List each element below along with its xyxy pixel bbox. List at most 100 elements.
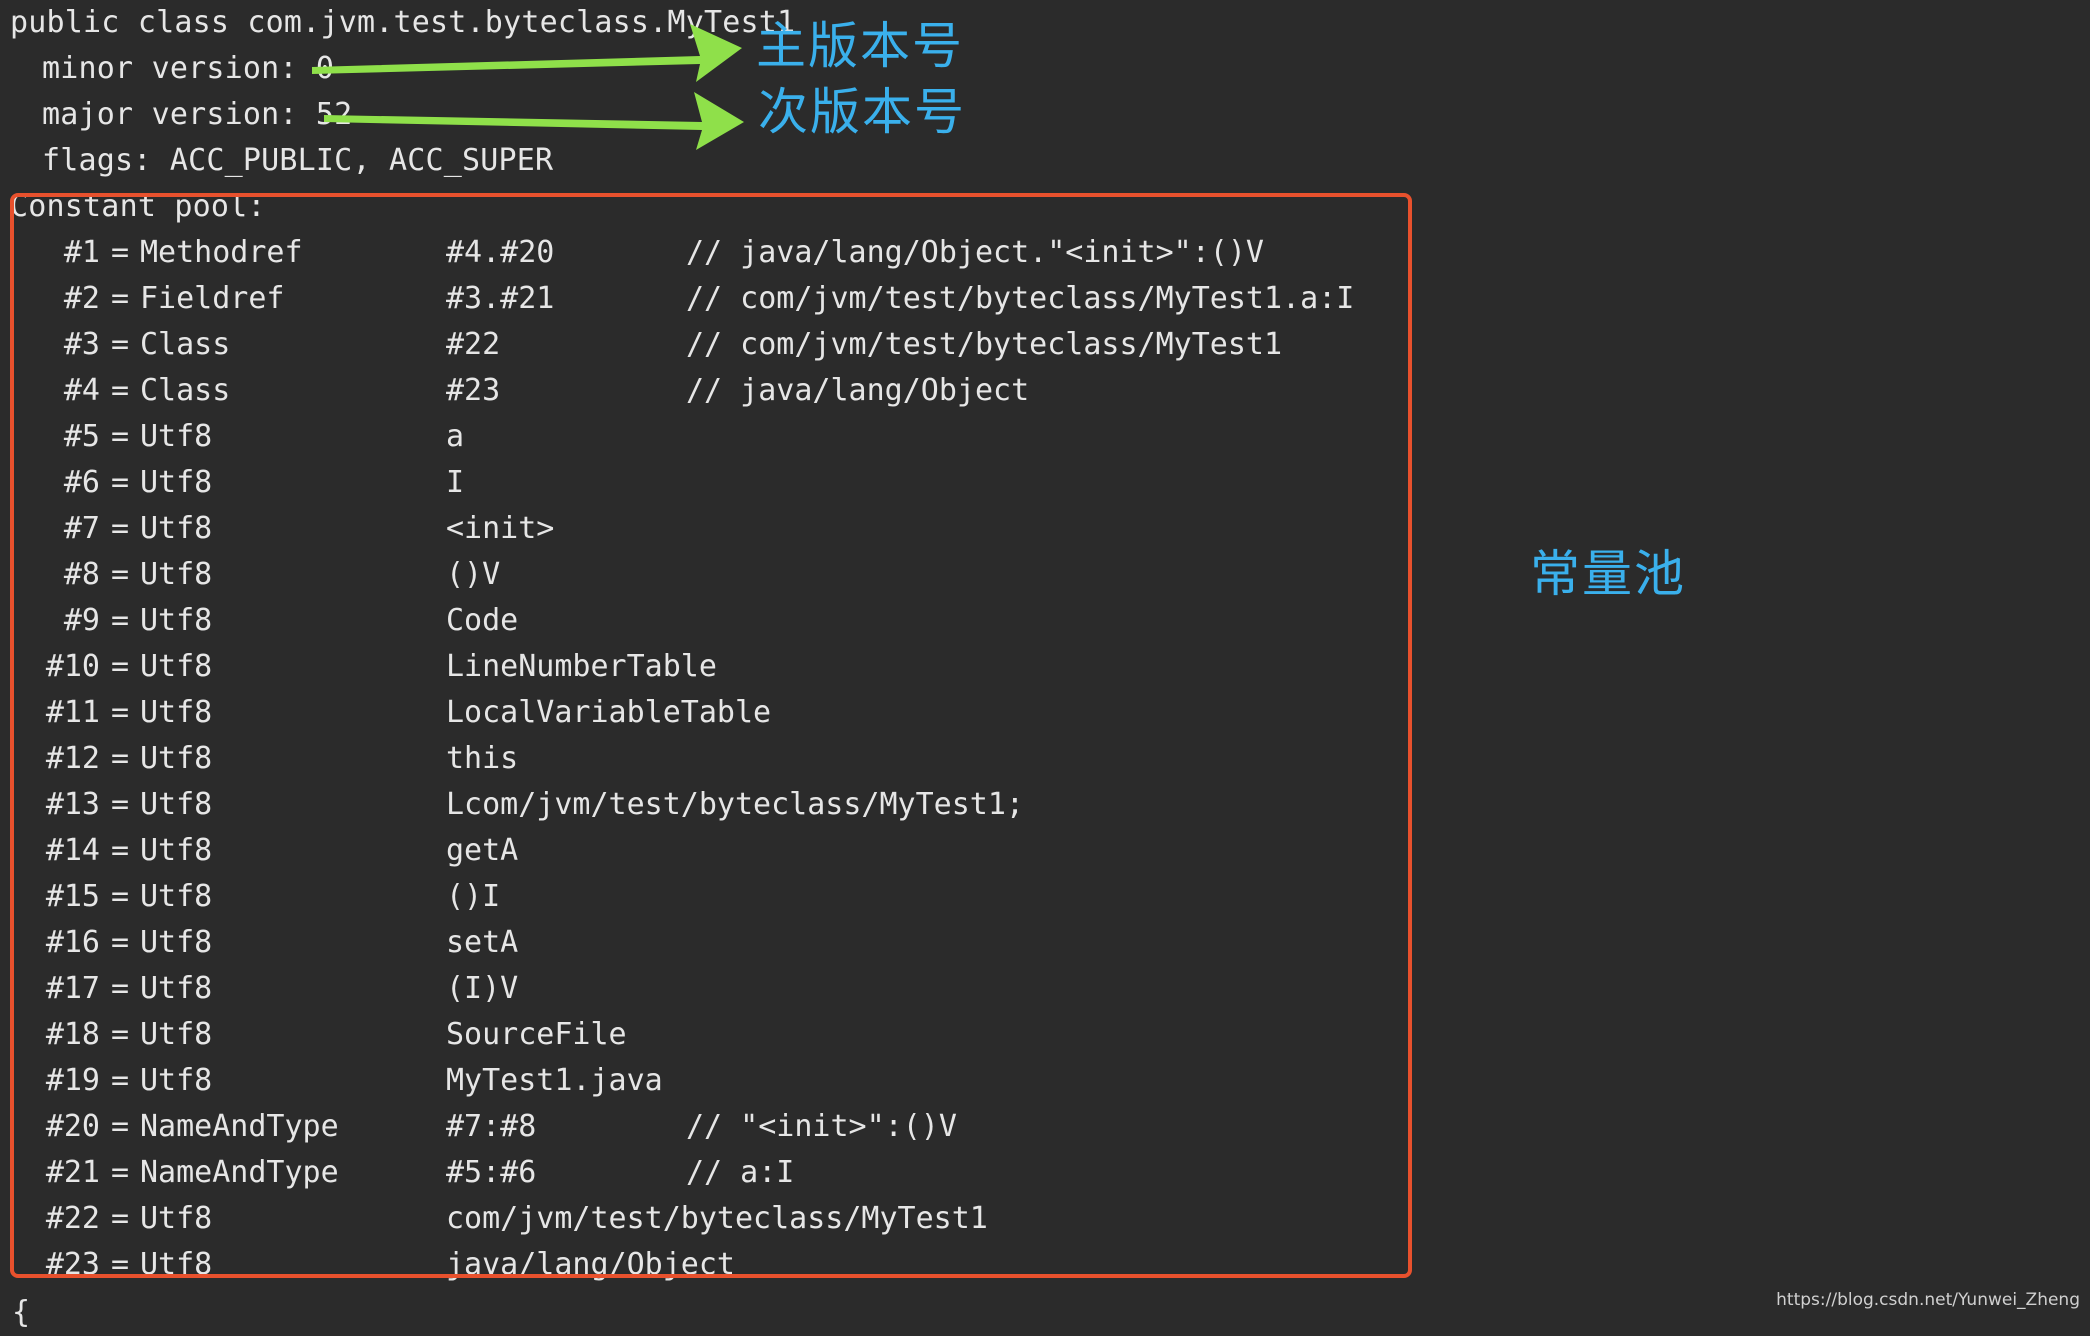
entry-tag: Utf8 bbox=[140, 649, 213, 684]
entry-tag: Utf8 bbox=[140, 741, 213, 776]
entry-value: <init> bbox=[446, 511, 555, 546]
constant-pool-entry: #1 = Methodref #4.#20 // java/lang/Object."<… bbox=[42, 230, 1264, 276]
entry-value: a bbox=[446, 419, 465, 454]
entry-tag: Utf8 bbox=[140, 1017, 213, 1052]
entry-equals: = bbox=[110, 511, 130, 546]
constant-pool-entry: #9 = Utf8 Code bbox=[42, 598, 686, 644]
entry-index: #10 bbox=[45, 649, 100, 684]
major-version-annotation: 主版本号 bbox=[756, 17, 964, 75]
entry-index: #11 bbox=[45, 695, 100, 730]
entry-equals: = bbox=[110, 971, 130, 1006]
entry-equals: = bbox=[110, 327, 130, 362]
constant-pool-annotation: 常量池 bbox=[1530, 545, 1686, 603]
entry-equals: = bbox=[110, 1017, 130, 1052]
entry-equals: = bbox=[110, 465, 130, 500]
entry-value: SourceFile bbox=[446, 1017, 627, 1052]
watermark: https://blog.csdn.net/Yunwei_Zheng bbox=[1776, 1290, 2080, 1310]
entry-equals: = bbox=[110, 695, 130, 730]
entry-tag: NameAndType bbox=[140, 1155, 339, 1190]
entry-tag: Utf8 bbox=[140, 1063, 213, 1098]
major-version-arrow-icon bbox=[324, 92, 744, 150]
minor-version-annotation: 次版本号 bbox=[758, 83, 966, 141]
entry-index: #20 bbox=[45, 1109, 100, 1144]
entry-equals: = bbox=[110, 419, 130, 454]
entry-index: #14 bbox=[45, 833, 100, 868]
entry-tag: Utf8 bbox=[140, 879, 213, 914]
entry-equals: = bbox=[110, 787, 130, 822]
closing-brace: { bbox=[12, 1295, 31, 1330]
annotation-arrows bbox=[312, 24, 744, 150]
entry-index: #13 bbox=[45, 787, 100, 822]
entry-equals: = bbox=[110, 235, 130, 270]
entry-equals: = bbox=[110, 879, 130, 914]
constant-pool-entry: #8=Utf8()V bbox=[42, 552, 686, 598]
entry-value: Code bbox=[446, 603, 519, 638]
entry-index: #19 bbox=[45, 1063, 100, 1098]
constant-pool-entry: #3=Class#22// com/jvm/test/byteclass/MyT… bbox=[42, 322, 1282, 368]
major-version-line: major version: 52 bbox=[42, 97, 353, 132]
entry-tag: Utf8 bbox=[140, 971, 213, 1006]
entry-tag: Utf8 bbox=[140, 419, 213, 454]
constant-pool-entry: #19 = Utf8 MyTest1.java bbox=[42, 1058, 686, 1104]
entry-index: #21 bbox=[45, 1155, 100, 1190]
entry-value: this bbox=[446, 741, 519, 776]
entry-value: #4.#20 bbox=[446, 235, 555, 270]
flags-line: flags: ACC_PUBLIC, ACC_SUPER bbox=[42, 143, 554, 178]
entry-comment: // a:I bbox=[686, 1155, 795, 1190]
minor-version-line: minor version: 0 bbox=[42, 51, 335, 86]
entry-comment: // "<init>":()V bbox=[686, 1109, 957, 1144]
constant-pool-entry: #17=Utf8(I)V bbox=[42, 966, 686, 1012]
entry-index: #17 bbox=[45, 971, 100, 1006]
entry-value: setA bbox=[446, 925, 519, 960]
entry-equals: = bbox=[110, 1201, 130, 1236]
entry-equals: = bbox=[110, 1109, 130, 1144]
entry-equals: = bbox=[110, 741, 130, 776]
constant-pool-highlight-box bbox=[10, 193, 1412, 1278]
minor-version-arrow-icon bbox=[312, 24, 742, 82]
entry-equals: = bbox=[110, 1063, 130, 1098]
entry-equals: = bbox=[110, 833, 130, 868]
constant-pool-entry: #15=Utf8()I bbox=[42, 874, 686, 920]
constant-pool-entry: #7=Utf8<init> bbox=[42, 506, 686, 552]
entry-value: #22 bbox=[446, 327, 501, 362]
entry-index: #1 bbox=[63, 235, 100, 270]
entry-value: I bbox=[446, 465, 465, 500]
entry-tag: Utf8 bbox=[140, 695, 213, 730]
entry-tag: Utf8 bbox=[140, 511, 213, 546]
entry-tag: Utf8 bbox=[140, 603, 213, 638]
entry-comment: // java/lang/Object."<init>":()V bbox=[686, 235, 1264, 270]
constant-pool-entry: #2=Fieldref#3.#21// com/jvm/test/bytecla… bbox=[42, 276, 1354, 322]
entry-comment: // com/jvm/test/byteclass/MyTest1.a:I bbox=[686, 281, 1355, 316]
entry-tag: Class bbox=[140, 327, 231, 362]
entry-value: #23 bbox=[446, 373, 501, 408]
entry-comment: // java/lang/Object bbox=[686, 373, 1030, 408]
constant-pool-entry: #4=Class#23// java/lang/Object bbox=[42, 368, 1029, 414]
entry-index: #4 bbox=[63, 373, 100, 408]
entry-equals: = bbox=[110, 1247, 130, 1282]
entry-value: getA bbox=[446, 833, 519, 868]
entry-tag: Utf8 bbox=[140, 787, 213, 822]
entry-tag: Methodref bbox=[140, 235, 303, 270]
constant-pool-entry: #21=NameAndType#5:#6// a:I bbox=[42, 1150, 795, 1196]
entry-tag: Utf8 bbox=[140, 557, 213, 592]
entry-index: #8 bbox=[63, 557, 100, 592]
entry-index: #22 bbox=[45, 1201, 100, 1236]
entry-tag: Utf8 bbox=[140, 465, 213, 500]
entry-value: MyTest1.java bbox=[446, 1063, 663, 1098]
entry-tag: NameAndType bbox=[140, 1109, 339, 1144]
entry-tag: Utf8 bbox=[140, 925, 213, 960]
entry-equals: = bbox=[110, 649, 130, 684]
entry-value: ()V bbox=[446, 557, 501, 592]
entry-index: #9 bbox=[63, 603, 100, 638]
entry-equals: = bbox=[110, 603, 130, 638]
entry-tag: Utf8 bbox=[140, 1201, 213, 1236]
entry-value: ()I bbox=[446, 879, 501, 914]
entry-equals: = bbox=[110, 373, 130, 408]
